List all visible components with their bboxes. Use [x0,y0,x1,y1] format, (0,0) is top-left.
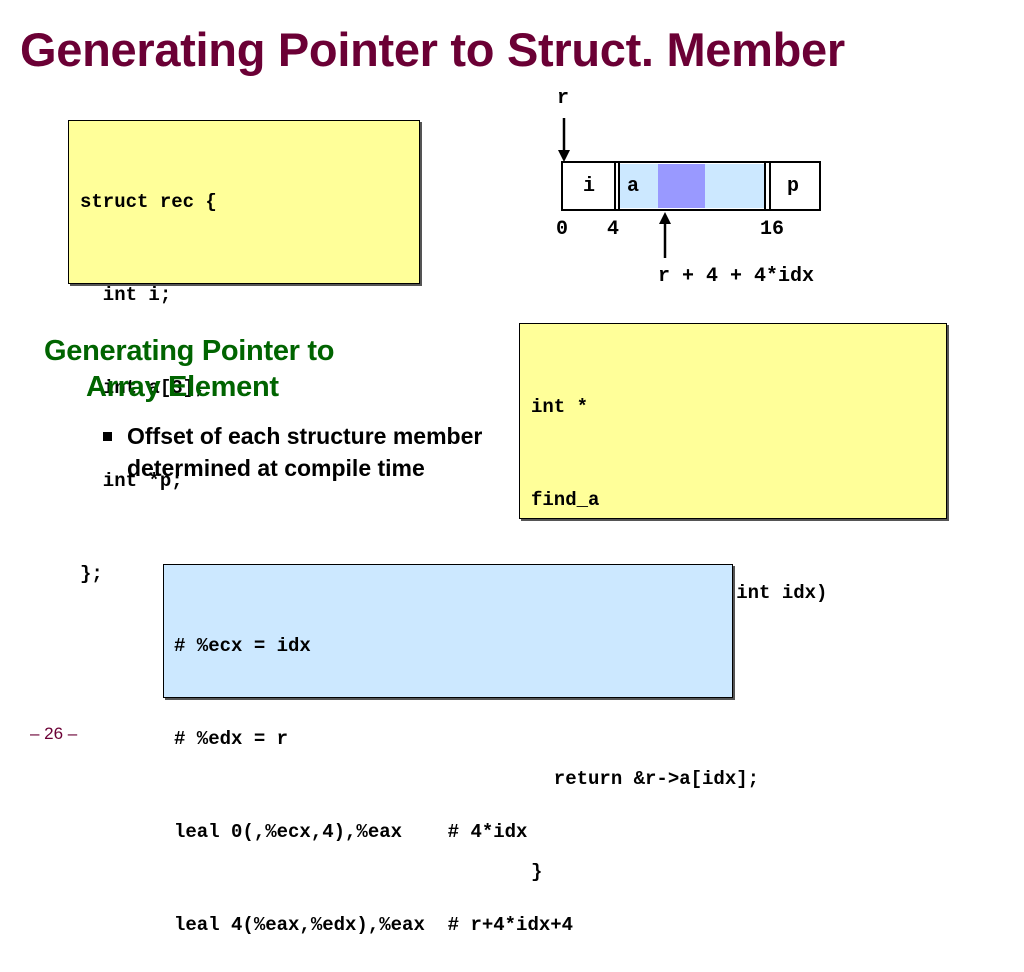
cell-i-label: i [583,175,596,198]
code-line: leal 4(%eax,%edx),%eax # r+4*idx+4 [174,914,574,936]
page-number: – 26 – [30,724,78,743]
code-line: struct rec { [80,191,217,213]
address-arrowhead [659,212,671,224]
cell-p-label: p [787,175,800,198]
offset-16-label: 16 [760,218,785,241]
struct-memory-diagram [558,118,821,258]
cell-a-label: a [627,175,640,198]
heading-line-2: Array Element [86,371,279,403]
code-line: # %ecx = idx [174,635,311,657]
find-a-function-code: int * find_a (struct rec *r, int idx) { … [519,323,947,883]
code-line: int * [531,396,589,418]
code-line: return &r->a[idx]; [531,768,760,790]
cell-a-element-2 [705,164,765,208]
bullet-text: Offset of each structure member determin… [127,423,483,481]
offset-0-label: 0 [556,218,569,241]
code-line: }; [80,563,103,585]
cell-a-element-1-highlight [658,164,705,208]
code-line: int i; [80,284,172,306]
pointer-r-label: r [557,87,570,110]
assembly-code: # %ecx = idx # %edx = r leal 0(,%ecx,4),… [163,564,733,936]
code-line: # %edx = r [174,728,289,750]
address-expression-label: r + 4 + 4*idx [658,265,815,288]
code-line: find_a [531,489,600,511]
struct-definition-code: struct rec { int i; int a[3]; int *p; }; [68,120,420,585]
section-heading: Generating Pointer to Array Element [44,333,464,405]
code-line: int a[3]; [80,377,206,399]
offset-4-label: 4 [607,218,620,241]
cell-a-element-0 [618,164,658,208]
heading-line-1: Generating Pointer to [44,335,335,367]
pointer-arrowhead [558,150,570,162]
code-line: } [531,861,543,883]
square-bullet-icon [103,432,112,441]
code-line: leal 0(,%ecx,4),%eax # 4*idx [174,821,528,843]
slide-title: Generating Pointer to Struct. Member [20,23,845,76]
code-line: int *p; [80,470,183,492]
